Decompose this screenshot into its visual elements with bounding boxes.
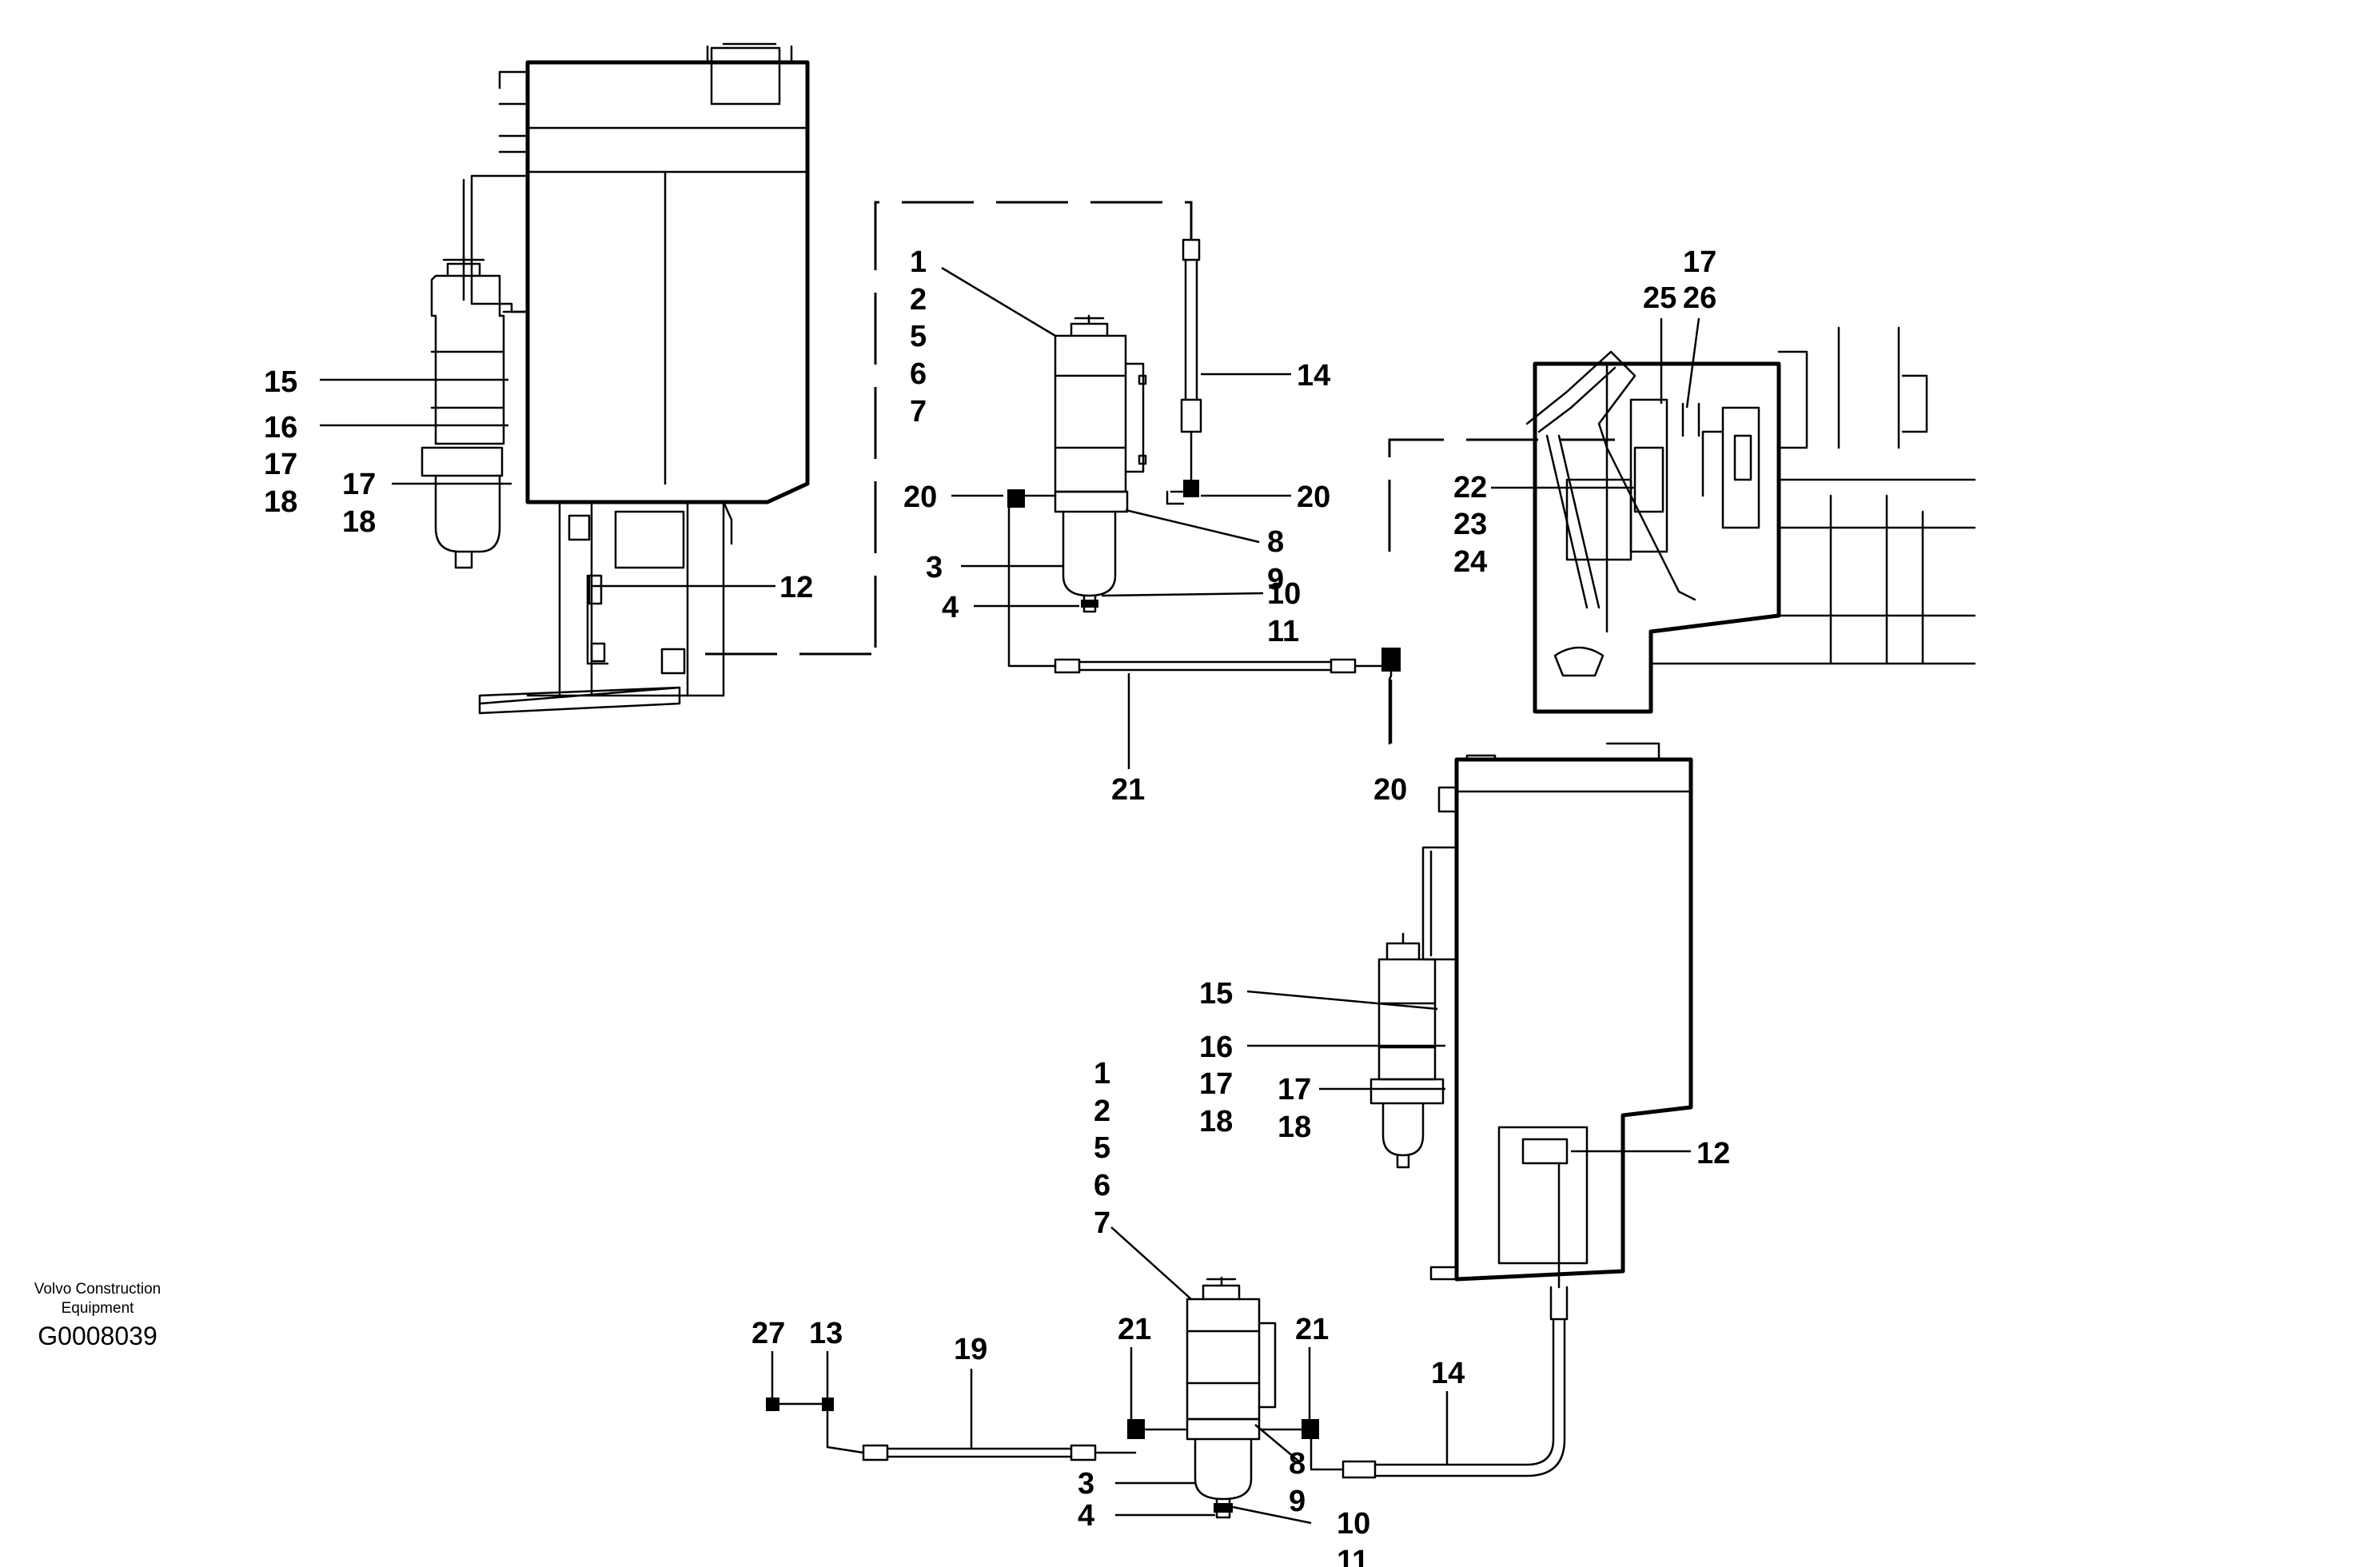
fuel-tank-top-left [462, 42, 810, 715]
callout: 27 [751, 1317, 785, 1350]
callout: 3 [1078, 1467, 1094, 1501]
callout: 1 [910, 245, 927, 279]
fuel-hose-14-top [1166, 238, 1202, 505]
callout: 18 [342, 505, 376, 539]
callout: 9 [1267, 563, 1284, 596]
callout: 8 [1289, 1447, 1306, 1481]
fuel-filter-bottom-right [1369, 932, 1445, 1169]
callout: 2 [910, 283, 927, 317]
callout: 1 [1094, 1057, 1110, 1091]
callout: 24 [1453, 545, 1487, 579]
callout: 12 [779, 571, 813, 604]
callouts-top-right: 17 26 25 22 23 24 [1453, 245, 1716, 579]
brand-line-1: Volvo Construction [34, 1281, 161, 1298]
callout: 17 [1199, 1067, 1233, 1101]
callout: 11 [1267, 615, 1299, 648]
callouts-top-left: 15 16 17 18 17 18 12 [264, 365, 813, 604]
callout: 12 [1696, 1137, 1730, 1170]
fuel-hose-19-bottom [766, 1398, 1345, 1471]
callout: 23 [1453, 508, 1487, 541]
callout: 22 [1453, 471, 1487, 504]
fuel-filter-top-left [421, 254, 529, 569]
callout: 2 [1094, 1095, 1110, 1128]
connector-dashed-top [874, 201, 1193, 648]
callout: 8 [1267, 525, 1284, 559]
callout: 18 [264, 485, 297, 519]
leader-lines [320, 266, 1700, 1525]
fuel-hose-21-top [1007, 502, 1401, 681]
callout: 5 [910, 320, 927, 353]
credit-block: Volvo Construction Equipment G0008039 [34, 1281, 161, 1350]
callout: 20 [1297, 480, 1330, 514]
callout: 19 [954, 1333, 987, 1366]
callout: 3 [926, 551, 943, 584]
callouts-bottom-right: 15 16 17 18 17 18 12 [1199, 977, 1730, 1170]
callout: 21 [1295, 1313, 1329, 1346]
callout: 9 [1289, 1485, 1306, 1518]
elbow-fitting-20-left [1007, 489, 1057, 508]
engine-top-right [1525, 326, 1976, 714]
callout: 17 [1683, 245, 1716, 279]
callout: 17 [1278, 1073, 1311, 1106]
connector-dashed-engine [1388, 438, 1615, 552]
callout: 21 [1118, 1313, 1151, 1346]
callout: 14 [1297, 359, 1330, 393]
callout: 6 [1094, 1169, 1110, 1202]
callout: 5 [1094, 1131, 1110, 1165]
callout: 25 [1643, 281, 1676, 315]
callouts-top-center: 1 2 5 6 7 14 20 20 8 9 3 10 11 4 21 20 [903, 245, 1407, 807]
callout: 4 [942, 591, 959, 624]
callout: 7 [1094, 1206, 1110, 1240]
callout: 14 [1431, 1357, 1465, 1390]
callout: 17 [342, 468, 376, 501]
fuel-filter-bottom-center [1186, 1276, 1277, 1519]
callout: 18 [1278, 1110, 1311, 1144]
callout: 16 [1199, 1031, 1233, 1064]
callouts-bottom-center: 1 2 5 6 7 27 13 19 21 21 14 8 9 3 10 11 … [751, 1057, 1465, 1567]
callout: 16 [264, 411, 297, 445]
callout: 21 [1111, 773, 1145, 807]
callout: 11 [1337, 1545, 1369, 1567]
callout: 7 [910, 395, 927, 429]
callout: 6 [910, 357, 927, 391]
callout: 20 [903, 480, 937, 514]
callout: 10 [1267, 577, 1301, 611]
fuel-hose-14-bottom [1341, 1286, 1569, 1479]
fuel-filter-top-center [1054, 314, 1147, 613]
callout: 15 [1199, 977, 1233, 1011]
callout: 4 [1078, 1499, 1094, 1533]
callout: 13 [809, 1317, 843, 1350]
callout: 18 [1199, 1105, 1233, 1138]
drawing-code: G0008039 [38, 1322, 157, 1350]
brand-line-2: Equipment [62, 1300, 135, 1317]
callout: 10 [1337, 1507, 1370, 1541]
fuel-tank-bottom-right [1421, 742, 1693, 1289]
callout: 17 [264, 448, 297, 481]
callout: 20 [1373, 773, 1407, 807]
callout: 26 [1683, 281, 1716, 315]
callout: 15 [264, 365, 297, 399]
